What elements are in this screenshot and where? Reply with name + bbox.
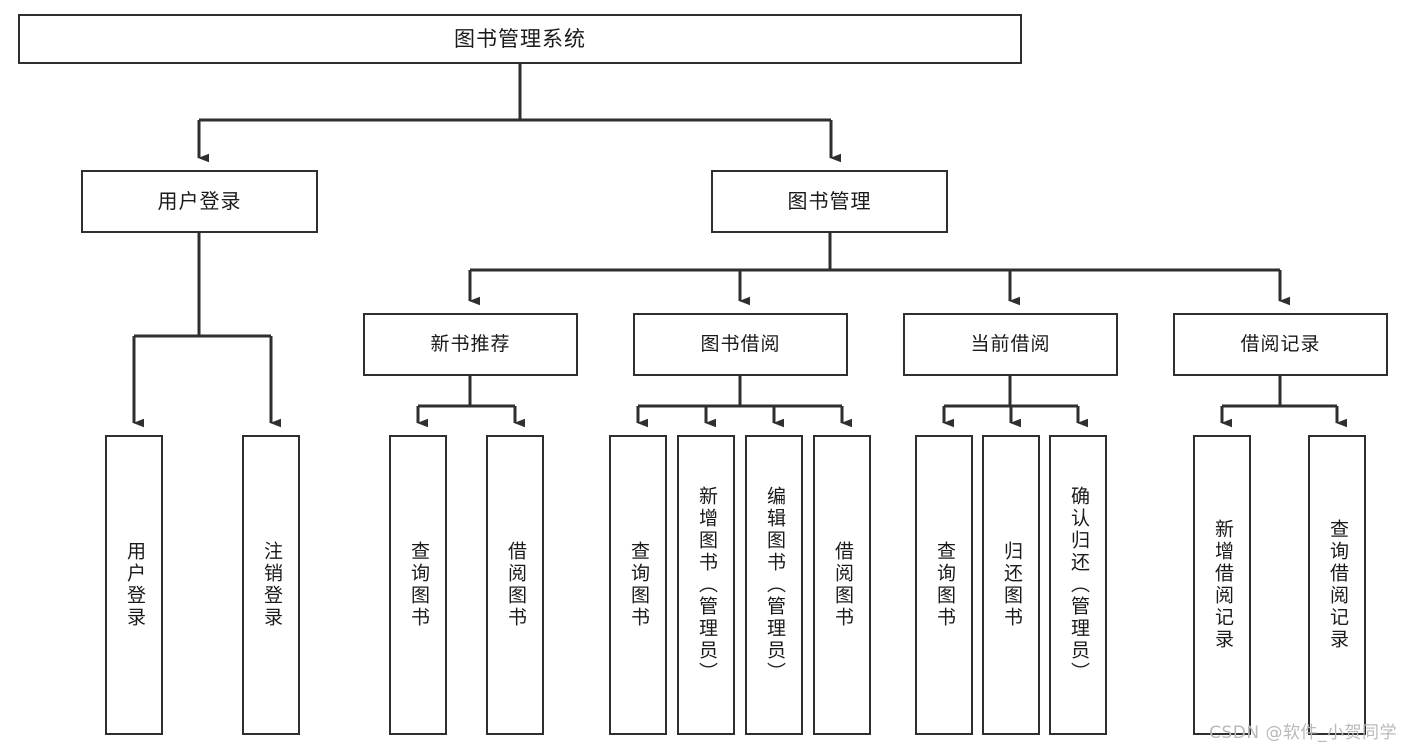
leaf-edit-book-label: 编辑图书（管理员） (763, 486, 786, 684)
leaf-user-login[interactable]: 用户登录 (105, 435, 163, 735)
node-user-login[interactable]: 用户登录 (81, 170, 318, 233)
watermark-text: CSDN @软件_小贺同学 (1209, 723, 1397, 743)
node-book-borrow-label: 图书借阅 (700, 332, 781, 355)
leaf-query-book-1[interactable]: 查询图书 (389, 435, 447, 735)
node-book-manage[interactable]: 图书管理 (711, 170, 948, 233)
leaf-query-book-3-label: 查询图书 (933, 541, 956, 629)
leaf-query-book-2-label: 查询图书 (627, 541, 650, 629)
leaf-borrow-book-2[interactable]: 借阅图书 (813, 435, 871, 735)
leaf-add-borrow-record[interactable]: 新增借阅记录 (1193, 435, 1251, 735)
leaf-confirm-return[interactable]: 确认归还（管理员） (1049, 435, 1107, 735)
leaf-query-book-1-label: 查询图书 (407, 541, 430, 629)
leaf-query-book-3[interactable]: 查询图书 (915, 435, 973, 735)
leaf-logout-login-label: 注销登录 (260, 541, 283, 629)
node-borrow-record-label: 借阅记录 (1240, 332, 1321, 355)
node-book-borrow[interactable]: 图书借阅 (633, 313, 848, 376)
leaf-query-borrow-record[interactable]: 查询借阅记录 (1308, 435, 1366, 735)
node-root-label: 图书管理系统 (454, 26, 586, 51)
leaf-user-login-label: 用户登录 (123, 541, 146, 629)
node-user-login-label: 用户登录 (157, 188, 242, 213)
leaf-add-book-label: 新增图书（管理员） (695, 486, 718, 684)
leaf-return-book-label: 归还图书 (1000, 541, 1023, 629)
node-root[interactable]: 图书管理系统 (18, 14, 1022, 64)
leaf-return-book[interactable]: 归还图书 (982, 435, 1040, 735)
node-borrow-record[interactable]: 借阅记录 (1173, 313, 1388, 376)
leaf-query-book-2[interactable]: 查询图书 (609, 435, 667, 735)
leaf-borrow-book-2-label: 借阅图书 (831, 541, 854, 629)
leaf-borrow-book-1[interactable]: 借阅图书 (486, 435, 544, 735)
leaf-edit-book[interactable]: 编辑图书（管理员） (745, 435, 803, 735)
leaf-query-borrow-record-label: 查询借阅记录 (1326, 519, 1349, 651)
leaf-borrow-book-1-label: 借阅图书 (504, 541, 527, 629)
node-current-borrow-label: 当前借阅 (970, 332, 1051, 355)
leaf-logout-login[interactable]: 注销登录 (242, 435, 300, 735)
node-new-book-recommend[interactable]: 新书推荐 (363, 313, 578, 376)
leaf-add-book[interactable]: 新增图书（管理员） (677, 435, 735, 735)
node-current-borrow[interactable]: 当前借阅 (903, 313, 1118, 376)
leaf-add-borrow-record-label: 新增借阅记录 (1211, 519, 1234, 651)
node-book-manage-label: 图书管理 (787, 188, 872, 213)
leaf-confirm-return-label: 确认归还（管理员） (1067, 486, 1090, 684)
node-new-book-recommend-label: 新书推荐 (430, 332, 511, 355)
